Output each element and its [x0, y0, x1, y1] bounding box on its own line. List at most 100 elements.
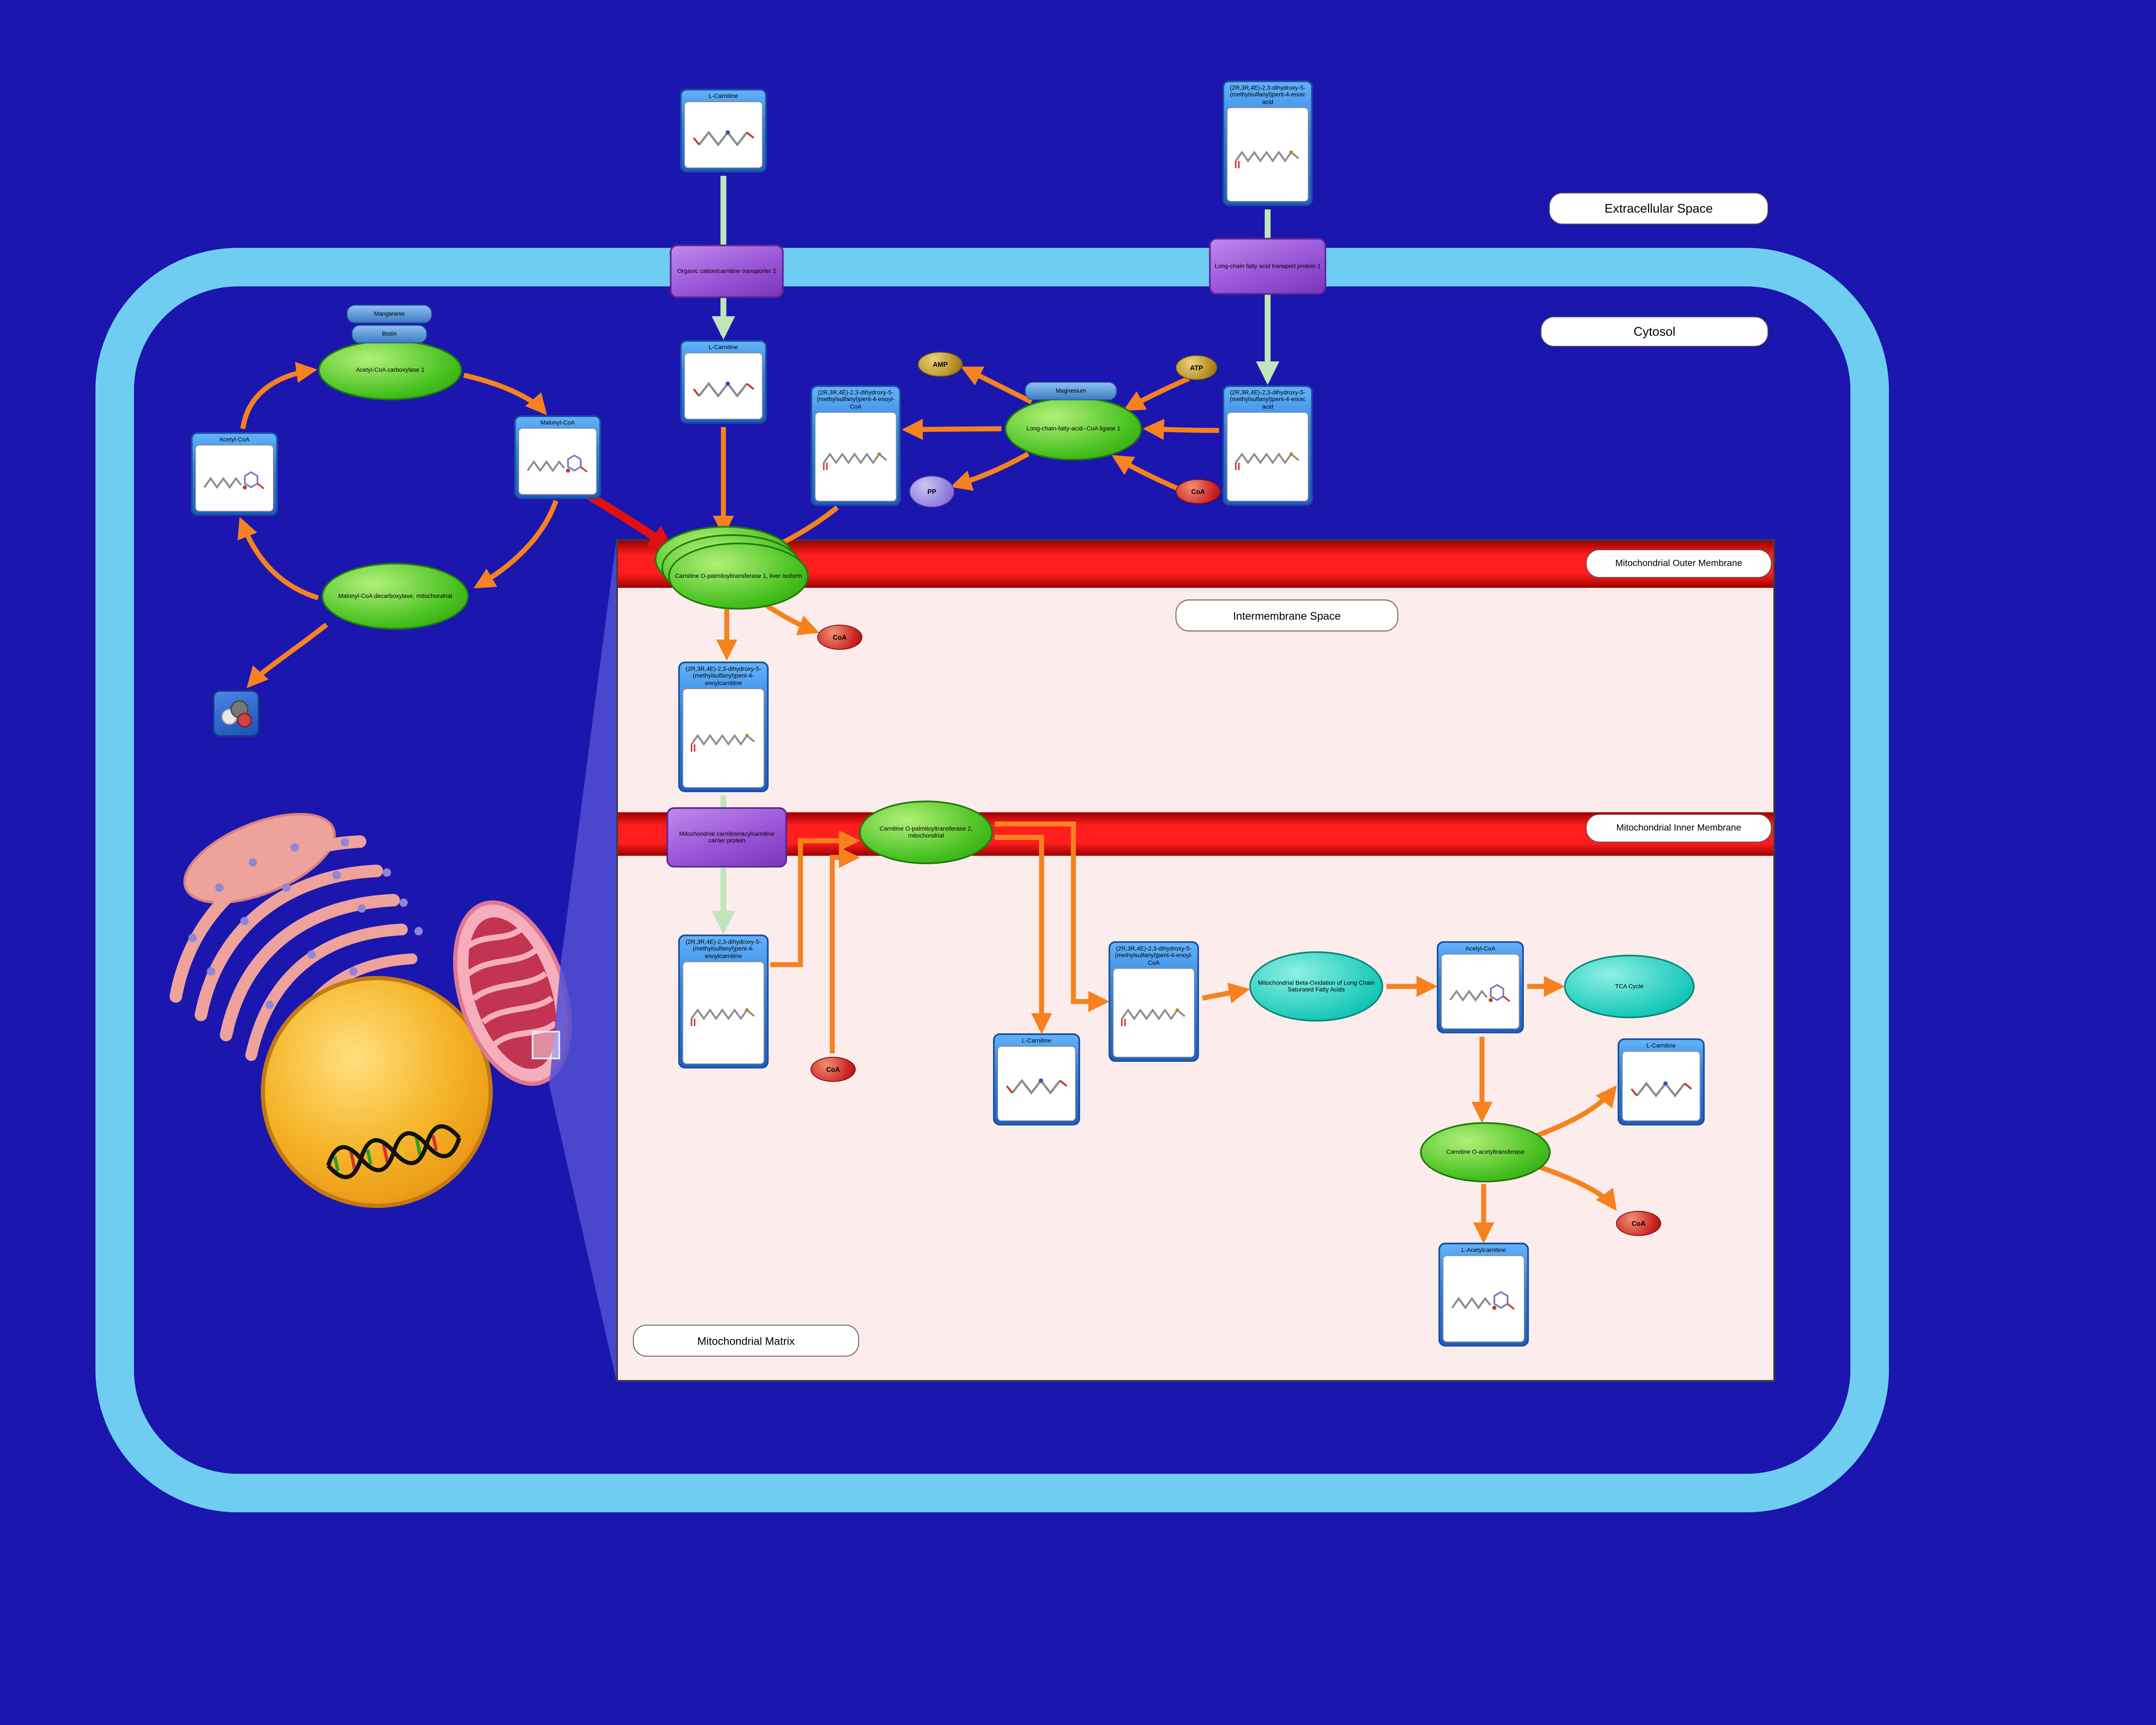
enzyme-label: Acetyl-CoA carboxylase 1 — [356, 366, 425, 373]
region-label-inner-membrane: Mitochondrial Inner Membrane — [1586, 814, 1772, 843]
metabolite-malonyl-coa[interactable]: Malonyl-CoA — [514, 415, 602, 499]
metabolite-label: (2R,3R,4E)-2,3-dihydroxy-5-(methylsulfan… — [1115, 944, 1193, 966]
metabolite-label: L-Carnitine — [708, 92, 738, 100]
region-label-text: Mitochondrial Inner Membrane — [1616, 823, 1742, 834]
metabolite-dihydroxy-pentenoylcarnitine-matrix[interactable]: (2R,3R,4E)-2,3-dihydroxy-5-(methylsulfan… — [678, 934, 769, 1069]
cofactor-magnesium[interactable]: Magnesium — [1025, 382, 1117, 401]
region-label-outer-membrane: Mitochondrial Outer Membrane — [1586, 549, 1772, 578]
structure-image — [684, 101, 763, 169]
cofactor-amp[interactable]: AMP — [918, 351, 963, 377]
cofactor-label: Magnesium — [1056, 388, 1086, 394]
metabolite-label: L-Carnitine — [708, 343, 738, 351]
pathway-label: Mitochondrial Beta-Oxidation of Long Cha… — [1258, 979, 1375, 993]
enzyme-malonyl-coa-decarboxylase[interactable]: Malonyl-CoA decarboxylase, mitochondrial — [321, 562, 469, 630]
cofactor-biotin[interactable]: Biotin — [351, 325, 427, 344]
cofactor-label: CoA — [826, 1065, 840, 1073]
metabolite-l-acetylcarnitine[interactable]: L-Acetylcarnitine — [1438, 1242, 1529, 1347]
metabolite-l-carnitine-extracellular[interactable]: L-Carnitine — [680, 88, 767, 173]
cofactor-coa-cpt1[interactable]: CoA — [817, 624, 863, 650]
enzyme-label: Carnitine O-palmitoyltransferase 1, live… — [675, 572, 802, 580]
structure-image — [1226, 412, 1309, 502]
structure-image — [1441, 954, 1520, 1029]
enzyme-long-chain-fatty-acid-coa-ligase-1[interactable]: Long-chain-fatty-acid--CoA ligase 1 — [1005, 397, 1142, 461]
metabolite-l-carnitine-cytosol[interactable]: L-Carnitine — [680, 340, 767, 424]
region-label-text: Extracellular Space — [1604, 201, 1713, 216]
transporter-fatp1[interactable]: Long-chain fatty acid transport protein … — [1209, 238, 1326, 295]
metabolite-dihydroxy-pentenoic-acid-extracellular[interactable]: (2R,3R,4E)-2,3-dihydroxy-5-(methylsulfan… — [1222, 80, 1313, 206]
cofactor-label: PP — [927, 488, 937, 496]
structure-image — [1226, 107, 1309, 202]
enzyme-cpt1[interactable]: Carnitine O-palmitoyltransferase 1, live… — [668, 543, 809, 610]
cofactor-label: CoA — [833, 633, 847, 641]
metabolite-acetyl-coa-cytosol[interactable]: Acetyl-CoA — [191, 432, 278, 516]
metabolite-label: (2R,3R,4E)-2,3-dihydroxy-5-(methylsulfan… — [686, 665, 761, 687]
enzyme-label: Long-chain-fatty-acid--CoA ligase 1 — [1026, 424, 1121, 432]
cofactor-label: Manganese — [374, 311, 405, 317]
enzyme-label: Carnitine O-palmitoyltransferase 2, mito… — [879, 825, 973, 839]
enzyme-label: Malonyl-CoA decarboxylase, mitochondrial — [338, 592, 452, 600]
molecule-circles-icon — [221, 700, 252, 728]
metabolite-l-carnitine-matrix-2[interactable]: L-Carnitine — [1617, 1038, 1705, 1126]
enzyme-label: Carnitine O-acetyltransferase — [1446, 1148, 1525, 1156]
structure-image — [1112, 968, 1195, 1058]
metabolite-label: L-Acetylcarnitine — [1461, 1246, 1506, 1254]
structure-image — [682, 688, 765, 788]
cofactor-label: CoA — [1191, 488, 1205, 496]
region-label-extracellular: Extracellular Space — [1549, 192, 1768, 225]
region-label-text: Cytosol — [1633, 324, 1676, 339]
region-label-cytosol: Cytosol — [1540, 316, 1768, 347]
metabolite-label: (2R,3R,4E)-2,3-dihydroxy-5-(methylsulfan… — [817, 388, 895, 410]
metabolite-label: L-Carnitine — [1646, 1041, 1676, 1050]
pathway-label: TCA Cycle — [1615, 982, 1644, 990]
structure-image — [997, 1046, 1076, 1122]
metabolite-label: (2R,3R,4E)-2,3-dihydroxy-5-(methylsulfan… — [1230, 388, 1306, 410]
cofactor-label: AMP — [933, 360, 948, 368]
cofactor-manganese[interactable]: Manganese — [346, 304, 432, 323]
cofactor-label: Biotin — [382, 331, 397, 337]
structure-image — [682, 961, 765, 1064]
enzyme-acetyl-coa-carboxylase-1[interactable]: Acetyl-CoA carboxylase 1 — [318, 340, 462, 401]
structure-image — [815, 412, 897, 502]
metabolite-acetyl-coa-matrix[interactable]: Acetyl-CoA — [1437, 941, 1524, 1034]
region-label-matrix: Mitochondrial Matrix — [633, 1324, 859, 1357]
metabolite-dihydroxy-pentenoic-acid-cytosol[interactable]: (2R,3R,4E)-2,3-dihydroxy-5-(methylsulfan… — [1222, 385, 1313, 506]
co2-molecule-icon[interactable] — [213, 690, 260, 737]
enzyme-carnitine-o-acetyltransferase[interactable]: Carnitine O-acetyltransferase — [1420, 1122, 1551, 1182]
structure-image — [1622, 1051, 1701, 1122]
structure-image — [195, 445, 274, 512]
transporter-octn2[interactable]: Organic cation/carnitine transporter 2 — [670, 244, 784, 298]
cofactor-coa-crat[interactable]: CoA — [1616, 1211, 1661, 1236]
transporter-cact[interactable]: Mitochondrial carnitine/acylcarnitine ca… — [666, 807, 787, 868]
region-label-text: Mitochondrial Matrix — [697, 1334, 795, 1347]
structure-image — [518, 428, 597, 495]
structure-image — [1442, 1255, 1525, 1342]
cell-membrane — [95, 248, 1889, 1512]
metabolite-label: Malonyl-CoA — [540, 418, 575, 427]
metabolite-dihydroxy-pentenoyl-coa-matrix[interactable]: (2R,3R,4E)-2,3-dihydroxy-5-(methylsulfan… — [1108, 941, 1199, 1062]
metabolite-dihydroxy-pentenoyl-coa-cytosol[interactable]: (2R,3R,4E)-2,3-dihydroxy-5-(methylsulfan… — [810, 385, 901, 506]
region-label-text: Mitochondrial Outer Membrane — [1615, 558, 1742, 569]
cofactor-pp[interactable]: PP — [909, 475, 955, 508]
metabolite-label: (2R,3R,4E)-2,3-dihydroxy-5-(methylsulfan… — [686, 938, 761, 960]
region-label-intermembrane-space: Intermembrane Space — [1175, 599, 1398, 632]
metabolite-label: (2R,3R,4E)-2,3-dihydroxy-5-(methylsulfan… — [1230, 84, 1306, 105]
metabolite-label: Acetyl-CoA — [219, 435, 250, 443]
metabolite-dihydroxy-pentenoylcarnitine-ims[interactable]: (2R,3R,4E)-2,3-dihydroxy-5-(methylsulfan… — [678, 661, 769, 792]
metabolite-label: L-Carnitine — [1022, 1036, 1052, 1044]
transporter-label: Organic cation/carnitine transporter 2 — [677, 267, 777, 275]
enzyme-cpt2[interactable]: Carnitine O-palmitoyltransferase 2, mito… — [859, 800, 993, 864]
pathway-beta-oxidation[interactable]: Mitochondrial Beta-Oxidation of Long Cha… — [1249, 951, 1383, 1022]
transporter-label: Long-chain fatty acid transport protein … — [1214, 262, 1321, 270]
metabolite-l-carnitine-matrix[interactable]: L-Carnitine — [993, 1033, 1080, 1126]
region-label-text: Intermembrane Space — [1233, 609, 1341, 622]
enzyme-cpt1-stack[interactable]: Carnitine O-palmitoyltransferase 1, live… — [655, 526, 822, 613]
cofactor-coa-cpt2[interactable]: CoA — [810, 1057, 856, 1082]
structure-image — [684, 353, 763, 420]
cofactor-label: CoA — [1632, 1220, 1645, 1227]
cofactor-coa-ligase[interactable]: CoA — [1175, 479, 1221, 504]
cofactor-label: ATP — [1190, 364, 1203, 372]
cofactor-atp[interactable]: ATP — [1175, 355, 1218, 380]
pathway-tca-cycle[interactable]: TCA Cycle — [1564, 954, 1695, 1019]
metabolite-label: Acetyl-CoA — [1465, 944, 1495, 952]
